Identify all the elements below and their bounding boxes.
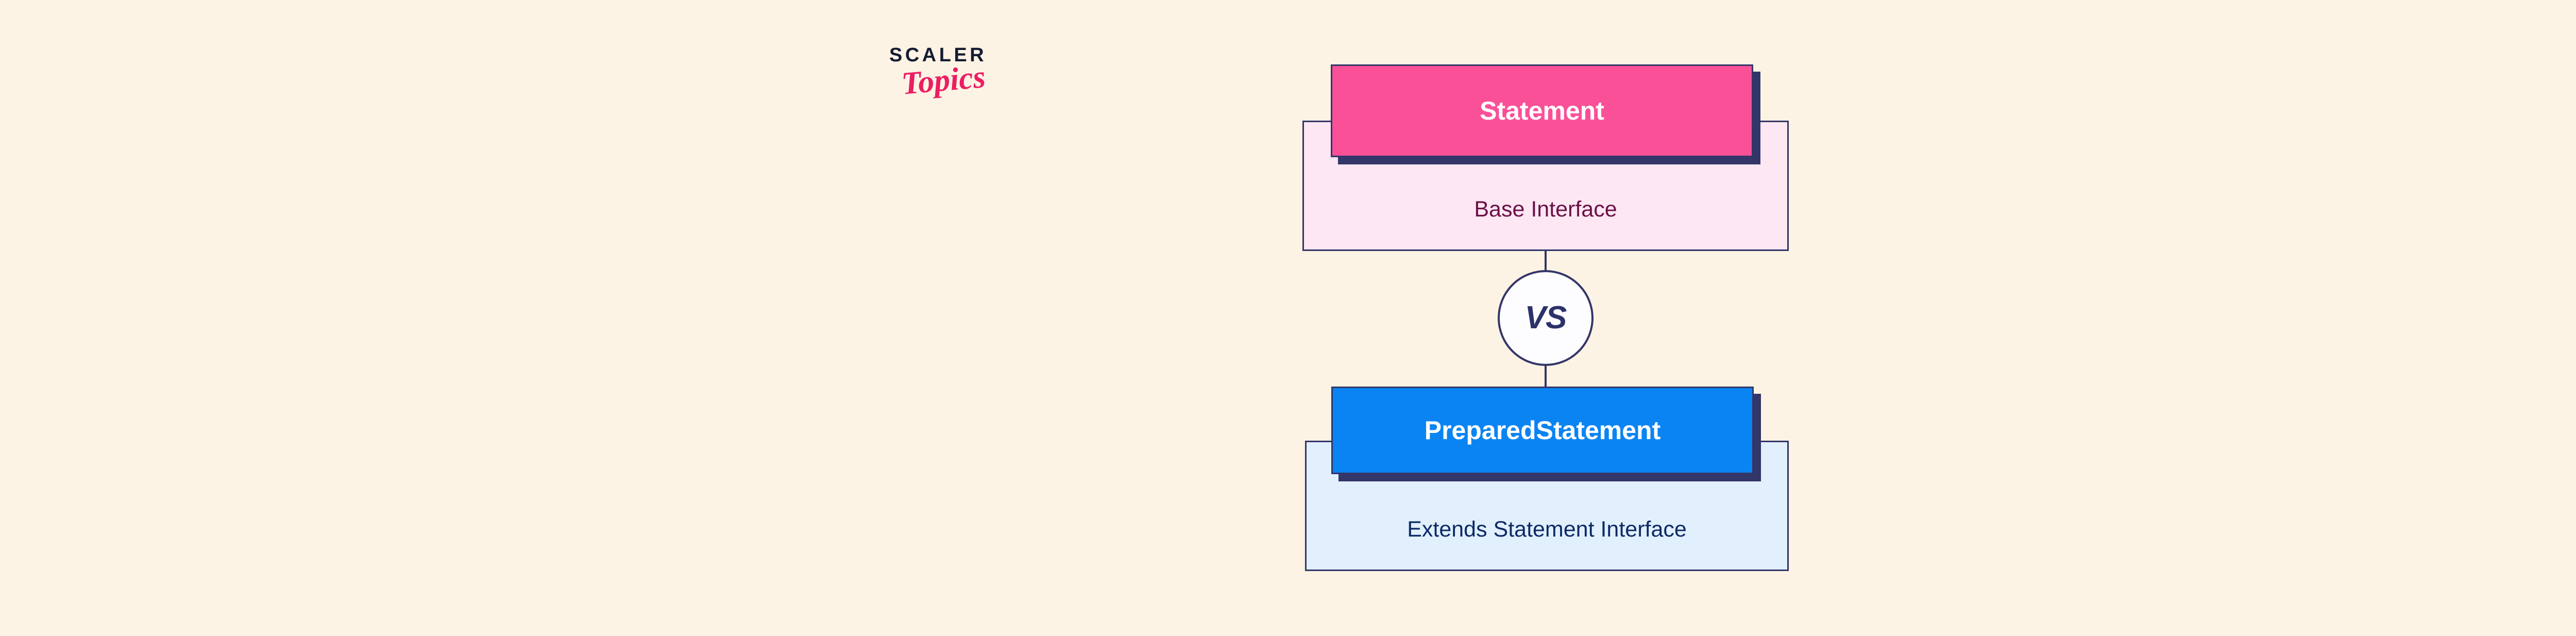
logo-wordmark: SCALER (889, 44, 987, 66)
connector-line-upper (1545, 251, 1547, 272)
vs-badge: VS (1498, 270, 1594, 366)
preparedstatement-title-label: PreparedStatement (1424, 416, 1661, 445)
statement-title-card: Statement (1331, 64, 1753, 157)
vs-label: VS (1524, 300, 1567, 336)
scaler-topics-logo: SCALER Topics (889, 45, 1044, 128)
preparedstatement-title-card: PreparedStatement (1331, 387, 1754, 474)
preparedstatement-subtitle-label: Extends Statement Interface (1407, 517, 1687, 542)
connector-line-lower (1545, 364, 1547, 388)
statement-subtitle-label: Base Interface (1474, 197, 1617, 222)
statement-title-label: Statement (1480, 96, 1604, 125)
